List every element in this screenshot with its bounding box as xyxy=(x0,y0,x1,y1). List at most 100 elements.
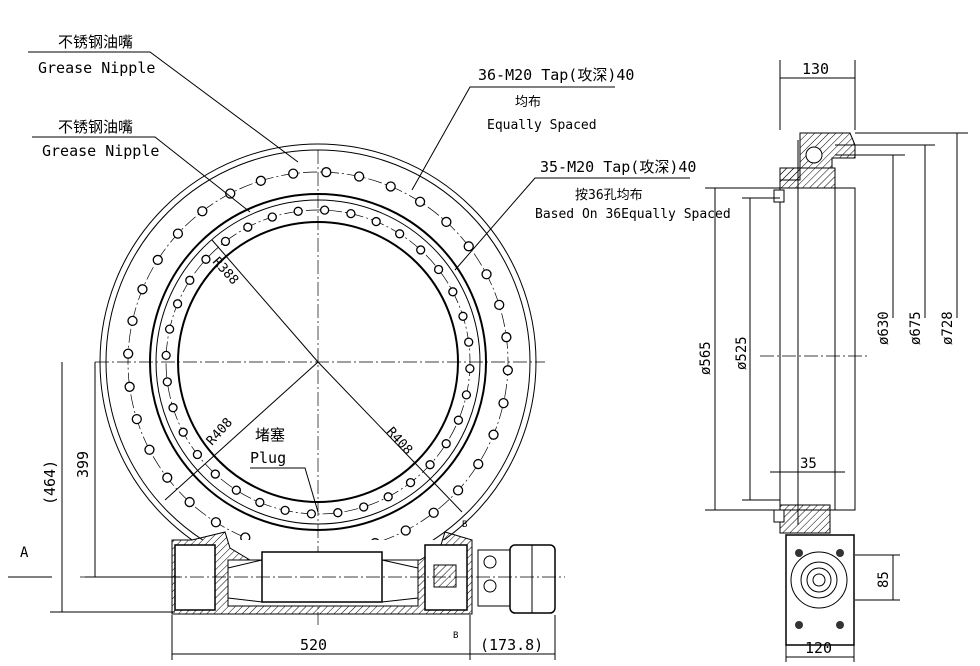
outer-bolt-hole xyxy=(502,365,513,376)
inner-bolt-hole xyxy=(395,229,405,239)
inner-bolt-hole xyxy=(453,415,464,425)
outer-bolt-hole xyxy=(441,216,452,228)
outer-bolt-hole xyxy=(494,299,505,311)
inner-bolt-hole xyxy=(267,212,277,222)
outer-bolt-hole xyxy=(162,472,173,483)
tap35-en: Based On 36Equally Spaced xyxy=(535,207,731,222)
inner-bolt-hole xyxy=(210,469,220,479)
inner-bolt-hole xyxy=(243,222,253,232)
outer-bolt-hole xyxy=(414,196,426,207)
outer-bolt-hole xyxy=(240,532,251,540)
dimension-lines xyxy=(8,60,968,662)
inner-bolt-hole xyxy=(172,299,183,309)
dim-399: 399 xyxy=(74,451,92,478)
inner-bolt-hole xyxy=(458,311,468,321)
dim-675: ø675 xyxy=(908,311,924,345)
inner-bolt-hole xyxy=(371,216,381,227)
plug-cn: 堵塞 xyxy=(255,426,285,444)
r408-left-label: R408 xyxy=(204,415,236,448)
dim-120: 120 xyxy=(805,639,832,657)
worm-housing xyxy=(80,531,565,615)
outer-bolt-hole xyxy=(481,269,492,280)
inner-bolt-hole xyxy=(441,439,451,449)
inner-bolt-hole xyxy=(164,324,175,334)
r408-right-label: R408 xyxy=(383,425,415,458)
outer-bolt-hole xyxy=(127,315,138,327)
outer-bolt-hole xyxy=(371,538,380,540)
inner-bolt-hole xyxy=(383,492,393,502)
outer-bolt-hole xyxy=(321,167,332,178)
bolt-holes xyxy=(123,167,513,552)
inner-bolt-hole xyxy=(359,502,369,512)
outer-bolt-hole xyxy=(498,397,509,409)
outer-bolt-hole xyxy=(272,543,281,552)
dim-728: ø728 xyxy=(940,311,956,345)
tap36-cn: 均布 xyxy=(515,95,541,110)
tap36-en: Equally Spaced xyxy=(487,118,597,133)
inner-bolt-hole xyxy=(280,505,290,516)
grease-nipple-1-en: Grease Nipple xyxy=(38,59,155,77)
inner-bolt-hole xyxy=(465,363,475,374)
outer-bolt-hole xyxy=(144,444,155,455)
outer-bolt-hole xyxy=(452,485,464,496)
inner-bolt-hole xyxy=(448,287,458,297)
outer-bolt-hole xyxy=(400,525,411,536)
outer-bolt-hole xyxy=(255,175,267,186)
inner-bolt-hole xyxy=(333,508,343,518)
outer-bolt-hole xyxy=(463,241,474,252)
outer-bolt-hole xyxy=(385,181,396,192)
dim-520: 520 xyxy=(300,636,327,654)
inner-bolt-hole xyxy=(425,460,435,470)
grease-nipple-2-en: Grease Nipple xyxy=(42,142,159,160)
inner-bolt-hole xyxy=(255,497,265,508)
inner-bolt-hole xyxy=(319,205,330,215)
inner-bolt-hole xyxy=(464,337,474,347)
outer-bolt-hole xyxy=(124,381,135,392)
leaders xyxy=(28,51,690,513)
outer-bolt-hole xyxy=(137,284,148,295)
grease-nipple-2-cn: 不锈钢油嘴 xyxy=(58,118,133,136)
inner-bolt-hole xyxy=(220,236,231,247)
tap35-label: 35-M20 Tap(攻深)40 xyxy=(540,158,696,176)
outer-bolt-hole xyxy=(288,168,299,179)
outer-bolt-hole xyxy=(197,206,208,217)
inner-bolt-hole xyxy=(192,449,203,460)
inner-bolt-hole xyxy=(185,275,195,285)
inner-bolt-hole xyxy=(161,350,171,361)
inner-bolt-hole xyxy=(293,206,303,216)
inner-bolt-hole xyxy=(346,208,356,219)
outer-bolt-hole xyxy=(428,507,439,518)
inner-bolt-hole xyxy=(433,264,444,275)
inner-bolt-hole xyxy=(416,245,426,255)
grease-nipple-1-cn: 不锈钢油嘴 xyxy=(58,33,133,51)
outer-bolt-hole xyxy=(353,171,365,182)
outer-bolt-hole xyxy=(501,332,512,343)
dim-35: 35 xyxy=(800,456,817,472)
outer-bolt-hole xyxy=(131,413,142,425)
outer-bolt-hole xyxy=(473,458,484,470)
plug-en: Plug xyxy=(250,449,286,467)
dim-630: ø630 xyxy=(876,311,892,345)
inner-bolt-hole xyxy=(162,377,172,387)
inner-bolt-hole xyxy=(201,254,211,264)
outer-bolt-hole xyxy=(210,517,222,528)
side-view xyxy=(760,132,870,646)
section-b-bottom: B xyxy=(453,631,458,641)
view-a-label: A xyxy=(20,545,29,561)
inner-bolt-hole xyxy=(306,509,317,519)
inner-bolt-hole xyxy=(405,477,416,488)
inner-bolt-hole xyxy=(231,485,241,495)
tap35-cn: 按36孔均布 xyxy=(575,188,643,203)
inner-bolt-hole xyxy=(168,403,178,413)
dim-130: 130 xyxy=(802,60,829,78)
r388-label: R388 xyxy=(209,255,241,288)
outer-bolt-hole xyxy=(488,429,499,440)
dim-565: ø565 xyxy=(698,341,714,375)
inner-bolt-hole xyxy=(178,427,188,437)
outer-bolt-hole xyxy=(172,228,184,239)
outer-bolt-hole xyxy=(184,496,195,508)
section-b-top: B xyxy=(462,520,467,530)
dim-464: (464) xyxy=(41,460,59,505)
outer-bolt-hole xyxy=(123,348,134,359)
